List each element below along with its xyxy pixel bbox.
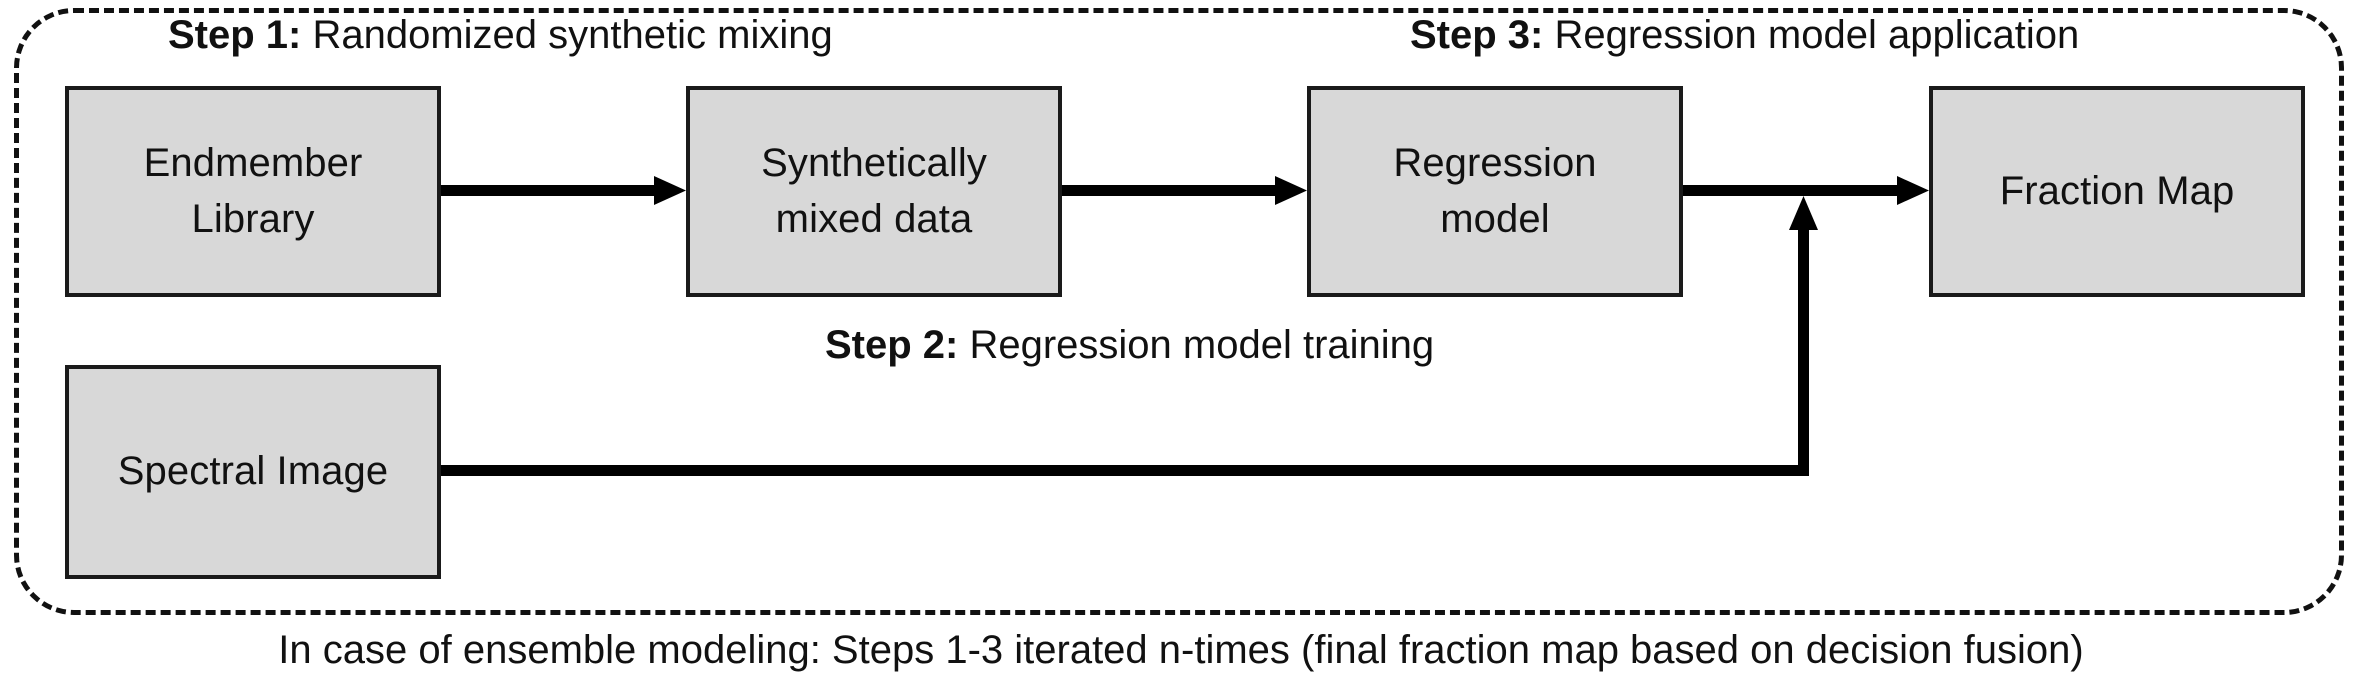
node-synthetic-line2: mixed data xyxy=(775,196,973,241)
step-2-label: Step 2: Regression model training xyxy=(825,325,1434,365)
node-regression-line1: Regression xyxy=(1393,141,1597,186)
step-3-label: Step 3: Regression model application xyxy=(1410,15,2079,55)
node-spectral-image[interactable]: Spectral Image xyxy=(65,365,441,579)
step-1-bold: Step 1: xyxy=(168,13,302,57)
ensemble-caption: In case of ensemble modeling: Steps 1-3 … xyxy=(278,628,2084,672)
node-fraction-map-label: Fraction Map xyxy=(1999,168,2235,213)
step-3-bold: Step 3: xyxy=(1410,13,1544,57)
step-3-text: Regression model application xyxy=(1543,13,2080,57)
node-synthetically-mixed-data-label: Synthetically mixed data xyxy=(753,136,995,246)
ensemble-dashed-container xyxy=(14,8,2344,615)
step-1-text: Randomized synthetic mixing xyxy=(301,13,833,57)
step-2-text: Regression model training xyxy=(958,323,1435,367)
node-synthetically-mixed-data[interactable]: Synthetically mixed data xyxy=(686,86,1062,297)
node-regression-model-label: Regression model xyxy=(1385,136,1604,246)
node-spectral-image-label: Spectral Image xyxy=(117,449,389,494)
node-regression-model[interactable]: Regression model xyxy=(1307,86,1683,297)
node-fraction-map[interactable]: Fraction Map xyxy=(1929,86,2305,297)
node-endmember-library-line2: Library xyxy=(191,196,315,241)
step-2-bold: Step 2: xyxy=(825,323,959,367)
node-endmember-library-line1: Endmember xyxy=(143,141,363,186)
node-synthetic-line1: Synthetically xyxy=(761,141,987,186)
node-regression-line2: model xyxy=(1440,196,1550,241)
step-1-label: Step 1: Randomized synthetic mixing xyxy=(168,15,833,55)
